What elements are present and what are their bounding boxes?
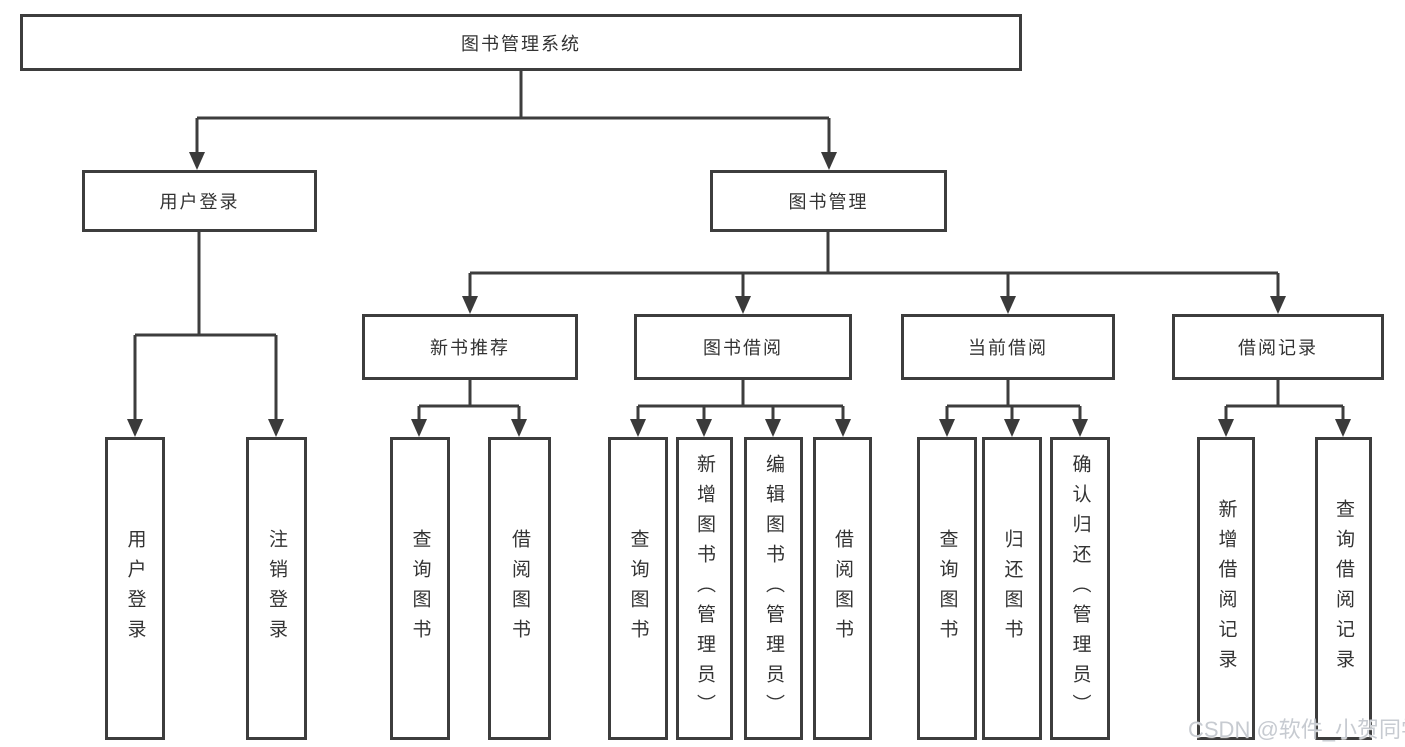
node-book-borrowing: 图书借阅 xyxy=(634,314,852,380)
leaf-edit-books-admin: 编辑图书（管理员） xyxy=(744,437,803,740)
arrow-down-icon xyxy=(268,419,284,437)
node-label: 归还图书 xyxy=(1001,528,1023,649)
node-label: 注销登录 xyxy=(266,528,287,649)
node-label: 编辑图书（管理员） xyxy=(763,453,784,724)
node-book-management-group: 图书管理 xyxy=(710,170,947,232)
node-label: 图书借阅 xyxy=(703,338,783,358)
connector-line xyxy=(947,404,1080,408)
connector-line xyxy=(133,335,137,421)
connector-line xyxy=(1341,406,1345,421)
node-label: 借阅记录 xyxy=(1238,338,1318,358)
leaf-query-books-recommend: 查询图书 xyxy=(390,437,450,740)
arrow-down-icon xyxy=(1270,296,1286,314)
connector-line xyxy=(468,380,472,406)
arrow-down-icon xyxy=(765,419,781,437)
connector-line xyxy=(741,380,745,406)
leaf-add-books-admin: 新增图书（管理员） xyxy=(676,437,733,740)
connector-line xyxy=(417,406,421,421)
connector-line xyxy=(468,273,472,298)
arrow-down-icon xyxy=(462,296,478,314)
connector-line xyxy=(195,118,199,154)
connector-line xyxy=(1226,404,1343,408)
arrow-down-icon xyxy=(939,419,955,437)
leaf-query-borrow-record: 查询借阅记录 xyxy=(1315,437,1372,740)
leaf-query-books-current: 查询图书 xyxy=(917,437,977,740)
connector-line xyxy=(1224,406,1228,421)
connector-line xyxy=(1006,380,1010,406)
node-label: 查询图书 xyxy=(936,528,958,649)
connector-line xyxy=(197,232,201,335)
arrow-down-icon xyxy=(189,152,205,170)
arrow-down-icon xyxy=(1004,419,1020,437)
arrow-down-icon xyxy=(696,419,712,437)
node-user-login-group: 用户登录 xyxy=(82,170,317,232)
node-label: 查询图书 xyxy=(627,528,649,649)
node-label: 借阅图书 xyxy=(832,528,853,649)
connector-line xyxy=(1276,273,1280,298)
node-label: 图书管理 xyxy=(788,192,869,212)
connector-line xyxy=(771,406,775,421)
connector-line xyxy=(1276,380,1280,406)
node-label: 当前借阅 xyxy=(968,338,1048,358)
arrow-down-icon xyxy=(511,419,527,437)
node-new-book-recommend: 新书推荐 xyxy=(362,314,578,380)
connector-line xyxy=(470,271,1278,275)
leaf-add-borrow-record: 新增借阅记录 xyxy=(1197,437,1255,740)
node-label: 查询图书 xyxy=(409,528,431,649)
node-label: 图书管理系统 xyxy=(461,33,581,54)
arrow-down-icon xyxy=(630,419,646,437)
arrow-down-icon xyxy=(821,152,837,170)
node-label: 用户登录 xyxy=(124,528,146,649)
arrow-down-icon xyxy=(1335,419,1351,437)
arrow-down-icon xyxy=(1218,419,1234,437)
connector-line xyxy=(197,116,829,120)
connector-line xyxy=(826,232,830,273)
connector-line xyxy=(841,406,845,421)
connector-line xyxy=(741,273,745,298)
connector-line xyxy=(1010,406,1014,421)
connector-line xyxy=(135,333,276,337)
arrow-down-icon xyxy=(1072,419,1088,437)
node-borrowing-records: 借阅记录 xyxy=(1172,314,1384,380)
connector-line xyxy=(638,404,843,408)
node-label: 查询借阅记录 xyxy=(1333,498,1354,679)
connector-line xyxy=(945,406,949,421)
arrow-down-icon xyxy=(127,419,143,437)
leaf-borrow-books-borrowing: 借阅图书 xyxy=(813,437,872,740)
node-label: 新增图书（管理员） xyxy=(694,453,715,724)
connector-line xyxy=(517,406,521,421)
connector-line xyxy=(702,406,706,421)
arrow-down-icon xyxy=(411,419,427,437)
node-library-management-system: 图书管理系统 xyxy=(20,14,1022,71)
node-current-borrowing: 当前借阅 xyxy=(901,314,1115,380)
node-label: 新书推荐 xyxy=(430,338,510,358)
connector-line xyxy=(1006,273,1010,298)
connector-line xyxy=(1078,406,1082,421)
connector-line xyxy=(419,404,519,408)
node-label: 新增借阅记录 xyxy=(1215,498,1237,679)
csdn-watermark: CSDN @软件_小贺同学 xyxy=(1188,717,1405,742)
node-label: 用户登录 xyxy=(159,192,240,212)
node-label: 确认归还（管理员） xyxy=(1069,453,1091,724)
arrow-down-icon xyxy=(735,296,751,314)
connector-line xyxy=(274,335,278,421)
arrow-down-icon xyxy=(1000,296,1016,314)
connector-line xyxy=(519,71,523,118)
leaf-user-login: 用户登录 xyxy=(105,437,165,740)
leaf-borrow-books-recommend: 借阅图书 xyxy=(488,437,551,740)
leaf-query-books-borrowing: 查询图书 xyxy=(608,437,668,740)
leaf-logout: 注销登录 xyxy=(246,437,307,740)
leaf-confirm-return-admin: 确认归还（管理员） xyxy=(1050,437,1110,740)
connector-line xyxy=(827,118,831,154)
leaf-return-books: 归还图书 xyxy=(982,437,1042,740)
connector-line xyxy=(636,406,640,421)
arrow-down-icon xyxy=(835,419,851,437)
node-label: 借阅图书 xyxy=(509,528,530,649)
